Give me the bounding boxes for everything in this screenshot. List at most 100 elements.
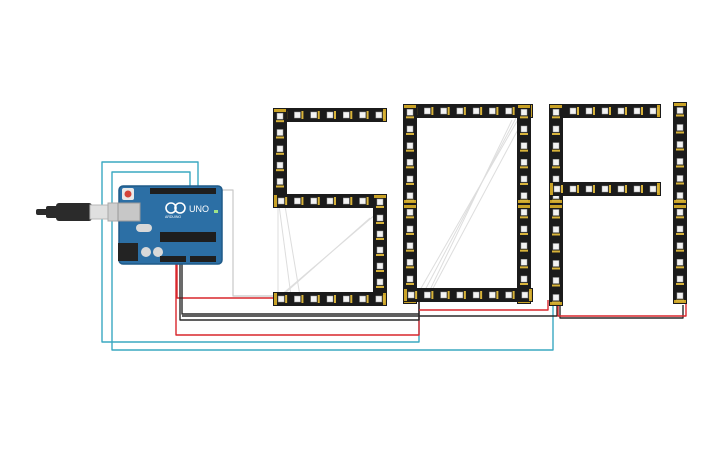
solder-pad: [496, 291, 499, 299]
solder-pad: [657, 107, 659, 115]
solder-pad: [552, 133, 560, 135]
power-pin-header[interactable]: [160, 256, 186, 262]
rgb-led-strip-icon: [277, 197, 285, 205]
wire[interactable]: [176, 264, 274, 299]
strip-pin: [374, 195, 386, 198]
led-strip-segment[interactable]: [273, 292, 387, 306]
wire[interactable]: [216, 189, 274, 297]
led-strip-segment[interactable]: [273, 194, 387, 208]
rgb-led-strip-icon: [276, 178, 284, 185]
led-strip-segment[interactable]: [549, 104, 563, 204]
strip-pin: [274, 109, 286, 112]
led-strip-segment[interactable]: [549, 204, 563, 306]
rgb-led-strip-icon: [277, 295, 285, 303]
solder-pad: [552, 250, 560, 253]
rgb-led-strip-icon: [343, 295, 350, 303]
solder-pad: [577, 107, 579, 115]
usb-plug-icon[interactable]: [36, 202, 125, 222]
solder-pad: [406, 166, 414, 169]
power-led: [214, 210, 218, 213]
rgb-led-strip-icon: [520, 225, 528, 233]
strip-body: [549, 204, 563, 306]
rgb-led-strip-icon: [552, 209, 560, 216]
wire[interactable]: [181, 264, 419, 315]
solder-pad: [520, 183, 528, 185]
solder-pad: [276, 185, 284, 188]
wire[interactable]: [559, 305, 684, 319]
led-strip-segment[interactable]: [273, 108, 387, 122]
solder-pad: [552, 199, 560, 202]
board-logo-text: UNO: [189, 204, 209, 214]
digital-pin-header[interactable]: [150, 188, 216, 194]
analog-pin-header[interactable]: [190, 256, 216, 262]
led-strip-segment[interactable]: [403, 104, 417, 204]
wire[interactable]: [182, 305, 558, 317]
rgb-led-strip-icon: [326, 197, 334, 205]
rgb-led-strip-icon: [520, 209, 528, 216]
solder-pad: [276, 120, 284, 123]
rgb-led-strip-icon: [359, 111, 366, 119]
led-strip-segment[interactable]: [403, 288, 533, 302]
led-strip-segment[interactable]: [273, 108, 287, 206]
wire[interactable]: [283, 217, 371, 295]
solder-pad: [676, 299, 684, 302]
solder-pad: [676, 165, 684, 168]
led-strip-segment[interactable]: [403, 104, 533, 118]
wire[interactable]: [557, 302, 687, 317]
strip-pin: [674, 103, 686, 106]
wire[interactable]: [278, 204, 292, 297]
rgb-led-strip-icon: [489, 291, 496, 299]
rgb-led-strip-icon: [424, 107, 431, 115]
solder-pad: [350, 295, 353, 303]
solder-pad: [676, 114, 684, 117]
arduino-uno-board[interactable]: UNO ARDUINO: [117, 185, 223, 265]
solder-pad: [376, 206, 384, 208]
rgb-led-strip-icon: [406, 242, 414, 249]
rgb-led-strip-icon: [676, 259, 684, 266]
solder-pad: [520, 166, 528, 169]
solder-pad: [317, 295, 320, 303]
wire[interactable]: [111, 171, 554, 351]
solder-pad: [609, 185, 611, 193]
wire[interactable]: [283, 199, 301, 297]
rgb-led-strip-icon: [456, 291, 464, 299]
led-strip-segment[interactable]: [549, 104, 661, 118]
solder-pad: [520, 149, 528, 152]
rgb-led-strip-icon: [276, 112, 284, 120]
power-jack: [118, 243, 138, 261]
led-strip-segment[interactable]: [673, 102, 687, 204]
rgb-led-strip-icon: [375, 111, 383, 119]
rgb-led-strip-icon: [505, 291, 512, 299]
strip-body: [549, 104, 563, 204]
solder-pad: [350, 111, 353, 119]
led-strip-segment[interactable]: [373, 194, 387, 306]
rgb-led-strip-icon: [472, 107, 480, 115]
wire[interactable]: [419, 300, 549, 311]
wire[interactable]: [427, 119, 513, 295]
led-strip-segment[interactable]: [549, 182, 661, 196]
wire[interactable]: [423, 117, 517, 293]
rgb-led-strip-icon: [676, 124, 684, 131]
solder-pad: [406, 199, 414, 202]
rgb-led-strip-icon: [676, 192, 684, 199]
solder-pad: [285, 295, 288, 303]
rgb-led-strip-icon: [676, 275, 684, 283]
rgb-led-strip-icon: [552, 109, 560, 116]
rgb-led-strip-icon: [294, 197, 301, 205]
solder-pad: [406, 183, 414, 185]
solder-pad: [376, 222, 384, 224]
wire[interactable]: [419, 115, 521, 291]
led-strip-segment[interactable]: [673, 204, 687, 304]
led-strip-segment[interactable]: [517, 104, 531, 204]
rgb-led-strip-icon: [505, 107, 512, 115]
rgb-led-strip-icon: [633, 185, 641, 193]
solder-pad: [676, 131, 684, 134]
wire[interactable]: [429, 121, 523, 295]
rgb-led-strip-icon: [406, 209, 414, 216]
usb-jack: [117, 202, 141, 222]
solder-pad: [676, 148, 684, 151]
rgb-led-strip-icon: [520, 142, 528, 149]
rgb-led-strip-icon: [359, 295, 366, 303]
